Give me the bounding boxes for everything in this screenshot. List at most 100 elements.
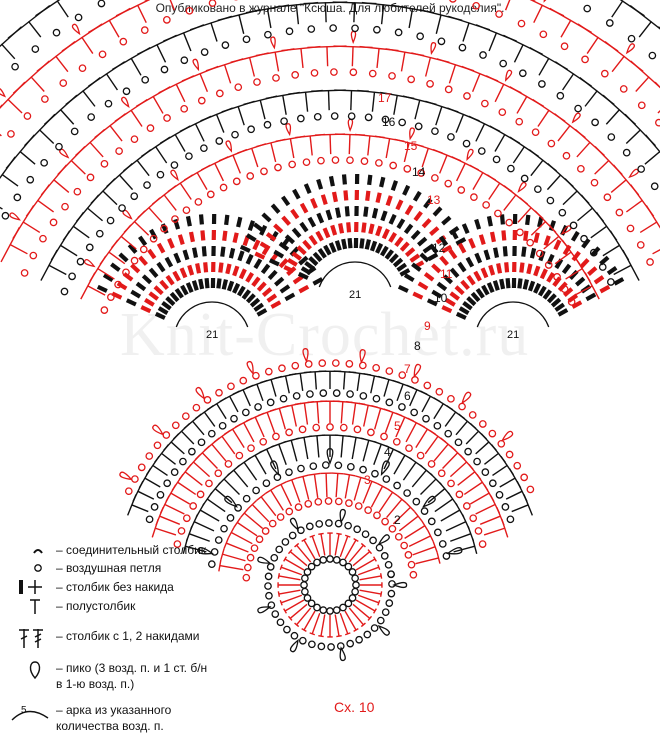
stitch-stem (376, 47, 380, 69)
stitch-stem (290, 439, 298, 462)
single-crochet-block (130, 289, 142, 299)
chain-stitch (232, 177, 241, 186)
single-crochet-block (284, 292, 296, 302)
stitch-stem (434, 498, 454, 513)
chain-stitch (431, 127, 439, 136)
stitch-top (367, 549, 373, 555)
single-crochet-block (266, 293, 278, 303)
single-crochet-block (441, 244, 453, 254)
chain-stitch (317, 156, 325, 165)
chain-stitch (252, 486, 260, 495)
stitch-stem (231, 428, 245, 448)
stitch-top (277, 591, 281, 597)
single-crochet-block (553, 239, 562, 251)
chain-stitch (431, 174, 439, 182)
legend-label-arch: – арка из указанного количества возд. п. (56, 703, 172, 733)
chain-stitch-icon (8, 560, 56, 578)
chain-stitch (171, 421, 180, 430)
chain-stitch (177, 527, 186, 535)
chain-stitch (462, 139, 471, 148)
stitch-top (344, 632, 351, 636)
stitch-top (265, 486, 277, 494)
stitch-top (387, 488, 398, 497)
chain-stitch (309, 462, 318, 471)
stitch-stem (164, 503, 185, 515)
stitch-stem (48, 264, 67, 276)
picot-mark (430, 42, 437, 55)
chain-stitch (264, 572, 273, 581)
chain-stitch (139, 245, 148, 254)
chain-stitch (13, 193, 22, 202)
stitch-stem (435, 105, 443, 126)
stitch-stem (238, 14, 245, 34)
stitch-stem (383, 379, 390, 397)
stitch-stem (270, 379, 277, 397)
chain-stitch (478, 420, 487, 428)
single-crochet-block (274, 276, 285, 287)
chain-stitch (272, 74, 280, 82)
stitch-stem (329, 134, 332, 155)
chain-stitch (280, 117, 288, 126)
stitch-stem (435, 14, 442, 34)
arch-icon: 5 (8, 702, 56, 721)
single-crochet-block (455, 311, 467, 320)
single-crochet-block (292, 188, 301, 200)
stitch-stem (179, 182, 192, 200)
chain-stitch (275, 545, 284, 554)
stitch-stem (38, 129, 55, 145)
chain-stitch (122, 268, 130, 277)
single-crochet-block (404, 204, 414, 216)
stitch-stem (462, 22, 470, 42)
legend-item-slip-stitch: – соединительный столбик (8, 542, 206, 560)
chain-stitch (351, 24, 359, 33)
stitch-top (373, 556, 377, 562)
single-crochet-block (303, 183, 312, 195)
chain-stitch (354, 502, 363, 510)
stitch-stem (154, 146, 168, 164)
stitch-stem (210, 22, 218, 42)
chain-stitch (61, 202, 69, 211)
stitch-top (294, 542, 300, 548)
chain-stitch (553, 273, 561, 281)
chain-stitch (306, 390, 314, 398)
single-crochet-block (522, 279, 529, 290)
single-crochet-block (270, 203, 281, 214)
stitch-stem (81, 36, 94, 54)
stitch-stem (184, 471, 203, 486)
chain-stitch (560, 285, 569, 294)
stitch-stem (188, 533, 210, 542)
stitch-stem (225, 542, 249, 553)
chain-stitch (556, 91, 565, 100)
stitch-stem (216, 403, 227, 420)
stitch-stem (296, 544, 312, 563)
stitch-stem (370, 375, 376, 394)
chain-stitch (146, 124, 155, 132)
chain-stitch (531, 128, 540, 137)
picot-icon (8, 660, 56, 680)
stitch-stem (362, 480, 373, 504)
stitch-top (630, 60, 660, 89)
arc-label-center: 21 (349, 289, 361, 301)
chain-stitch (265, 591, 273, 600)
single-crochet-block (581, 238, 591, 249)
stitch-stem (324, 2, 327, 23)
chain-stitch (444, 85, 453, 94)
stitch-stem (359, 589, 382, 595)
chain-stitch (308, 640, 316, 649)
stitch-stem (504, 0, 511, 11)
chain-stitch (547, 139, 556, 148)
stitch-stem (561, 73, 575, 91)
chain-stitch (304, 500, 313, 508)
single-crochet-block (395, 199, 404, 211)
chain-stitch (619, 85, 628, 93)
chain-stitch (517, 19, 526, 28)
picot-mark (377, 534, 390, 546)
chain-stitch (276, 513, 285, 521)
single-crochet-block (548, 220, 557, 232)
single-crochet-block (249, 297, 261, 308)
stitch-top (622, 249, 640, 281)
chain-stitch (494, 209, 502, 218)
chain-stitch (339, 558, 347, 567)
single-crochet-block (110, 262, 121, 272)
stitch-stem (214, 488, 233, 504)
